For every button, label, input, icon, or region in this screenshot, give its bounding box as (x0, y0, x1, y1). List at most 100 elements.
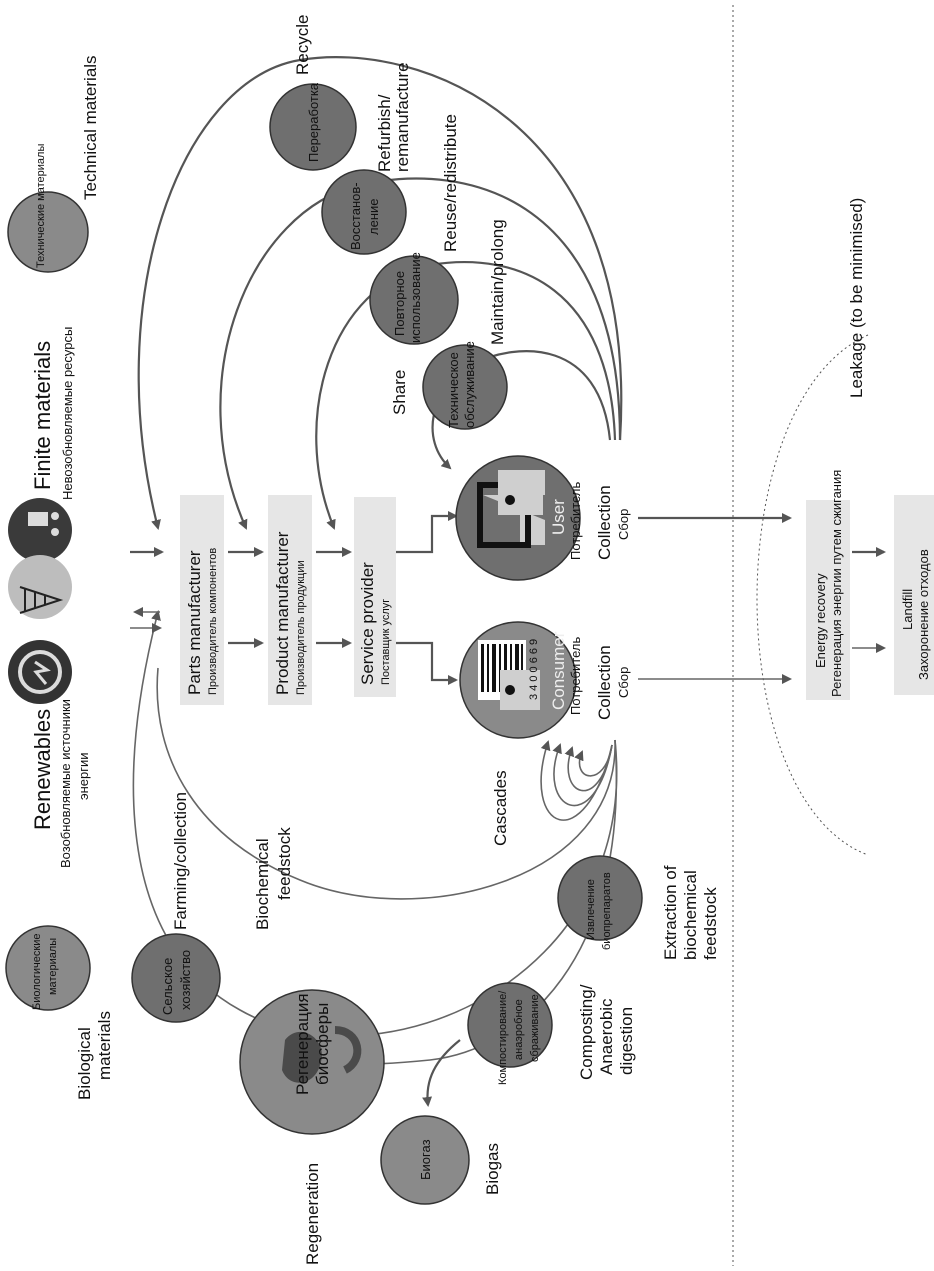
composting-circle-label-2: анаэробное (513, 999, 525, 1060)
product-manufacturer-label-ru: Производитель продукции (295, 560, 307, 695)
technical-category-label: Technical materials (81, 55, 100, 200)
farming-circle-label-1: Сельское (160, 958, 175, 1015)
refurbish-label-2: remanufacture (393, 62, 412, 172)
extraction-label-1: Extraction of (661, 865, 680, 960)
refurbish-circle (321, 169, 407, 255)
energy-recovery-box (806, 500, 850, 700)
regeneration-circle-label-1: Регенерация (293, 993, 312, 1095)
renewables-subtitle-1: Возобновляемые источники (58, 699, 73, 868)
composting-label-3: digestion (617, 1007, 636, 1075)
cascade-arrow-2 (552, 743, 613, 807)
reuse-circle-label-2: использование (408, 252, 423, 343)
biogas-label: Biogas (483, 1143, 502, 1195)
product-manufacturer-label: Product manufacturer (273, 531, 292, 695)
energy-icon-bolt (33, 660, 51, 685)
recycle-circle-label: Переработка (306, 82, 321, 162)
extraction-label-3: feedstock (701, 887, 720, 960)
landfill-label-ru: Захоронение отходов (916, 549, 931, 680)
recycle-loop-arrow (137, 56, 623, 530)
biochemical-loop-arrow (156, 667, 616, 900)
leakage-arc (756, 334, 869, 856)
user-icon (477, 470, 545, 548)
regeneration-circle-label-2: биосферы (313, 1003, 332, 1085)
service-to-user-arrow (396, 511, 458, 554)
biological-category-label-1: Biological (75, 1027, 94, 1100)
renewables-subtitle-2: энергии (76, 752, 91, 800)
biological-category-circle-label-2: материалы (47, 938, 59, 995)
mining-truck-icon-wheel (51, 512, 59, 520)
maintain-circle-label-2: обслуживание (462, 341, 477, 428)
reuse-circle-label-1: Повторное (392, 271, 407, 336)
reuse-circle (369, 255, 459, 345)
farming-circle-label-2: хозяйство (178, 950, 193, 1010)
service-provider-label: Service provider (358, 562, 377, 685)
animal-icon (282, 1031, 322, 1083)
user-label-ru: Потребитель (568, 482, 583, 560)
composting-label-2: Anaerobic (597, 998, 616, 1075)
reuse-label: Reuse/redistribute (441, 114, 460, 252)
biological-category-circle (5, 925, 91, 1011)
leakage-label: Leakage (to be minimised) (847, 198, 866, 398)
farming-label: Farming/collection (171, 792, 190, 930)
oil-rig-icon-structure (19, 586, 64, 614)
biological-category-circle-label-1: Биологические (31, 934, 43, 1010)
biochemical-label-1: Biochemical (253, 838, 272, 930)
regeneration-label: Regeneration (303, 1163, 322, 1265)
barcode-digits: 3 4 0 0 6 6 9 (528, 639, 540, 700)
extraction-circle-label-1: Извлечение (585, 879, 597, 940)
finite-materials-subtitle: Невозобновляемые ресурсы (60, 327, 75, 500)
maintain-circle-label-1: Техническое (446, 352, 461, 428)
finite-materials-title: Finite materials (30, 341, 55, 490)
refurbish-circle-label-1: Восстанов- (348, 182, 363, 250)
consumer-label-ru: Потребитель (568, 637, 583, 715)
mining-truck-icon-wheel-2 (51, 528, 59, 536)
mining-truck-icon (8, 498, 72, 562)
farming-circle (131, 933, 221, 1023)
maintain-circle (422, 344, 508, 430)
parts-manufacturer-box (180, 495, 224, 705)
service-provider-box (354, 497, 396, 697)
user-label: User (549, 499, 568, 535)
biogas-circle-label: Биогаз (418, 1139, 433, 1180)
parts-manufacturer-label-ru: Производитель компонентов (207, 548, 219, 695)
technical-category-circle (7, 191, 89, 273)
service-provider-label-ru: Поставщик услуг (380, 599, 392, 685)
product-manufacturer-box (268, 495, 312, 705)
collection-label-bottom: Collection (595, 645, 614, 720)
mining-truck-icon-body (28, 512, 48, 526)
energy-icon-ring (18, 650, 62, 694)
extraction-circle (557, 855, 643, 941)
extraction-circle-label-2: биопрепаратов (601, 872, 613, 950)
collection-label-top-ru: Сбор (616, 509, 631, 540)
biological-category-label-2: materials (95, 1011, 114, 1080)
extraction-label-2: biochemical (681, 870, 700, 960)
collection-label-top: Collection (595, 485, 614, 560)
cascade-arrow-4 (574, 744, 613, 777)
recycle-label: Recycle (293, 15, 312, 75)
composting-circle (467, 982, 553, 1068)
biogas-circle (380, 1115, 470, 1205)
leaf-icon (334, 1026, 362, 1074)
renewables-title: Renewables (30, 709, 55, 830)
technical-category-circle-label-1: Технические материалы (35, 144, 47, 268)
biochemical-label-2: feedstock (275, 827, 294, 900)
energy-recovery-label: Energy recovery (813, 573, 828, 668)
composting-circle-label-3: сбраживание (529, 994, 541, 1062)
refurbish-label-1: Refurbish/ (375, 94, 394, 172)
recycle-circle (269, 83, 357, 171)
maintain-label: Maintain/prolong (488, 219, 507, 345)
biogas-arrow (422, 1039, 461, 1107)
composting-label-1: Composting/ (577, 984, 596, 1080)
landfill-label: Landfill (900, 589, 915, 630)
consumer-label: Consumer (549, 631, 568, 710)
cascades-label: Cascades (491, 770, 510, 846)
landfill-box (894, 495, 934, 695)
cascade-arrow-3 (564, 744, 613, 792)
composting-circle-label-1: Компостирование/ (497, 990, 509, 1085)
energy-recovery-label-ru: Регенерация энергии путем сжигания (829, 470, 844, 697)
service-to-consumer-arrow (396, 641, 458, 685)
share-label: Share (390, 370, 409, 415)
oil-rig-icon (8, 555, 72, 619)
